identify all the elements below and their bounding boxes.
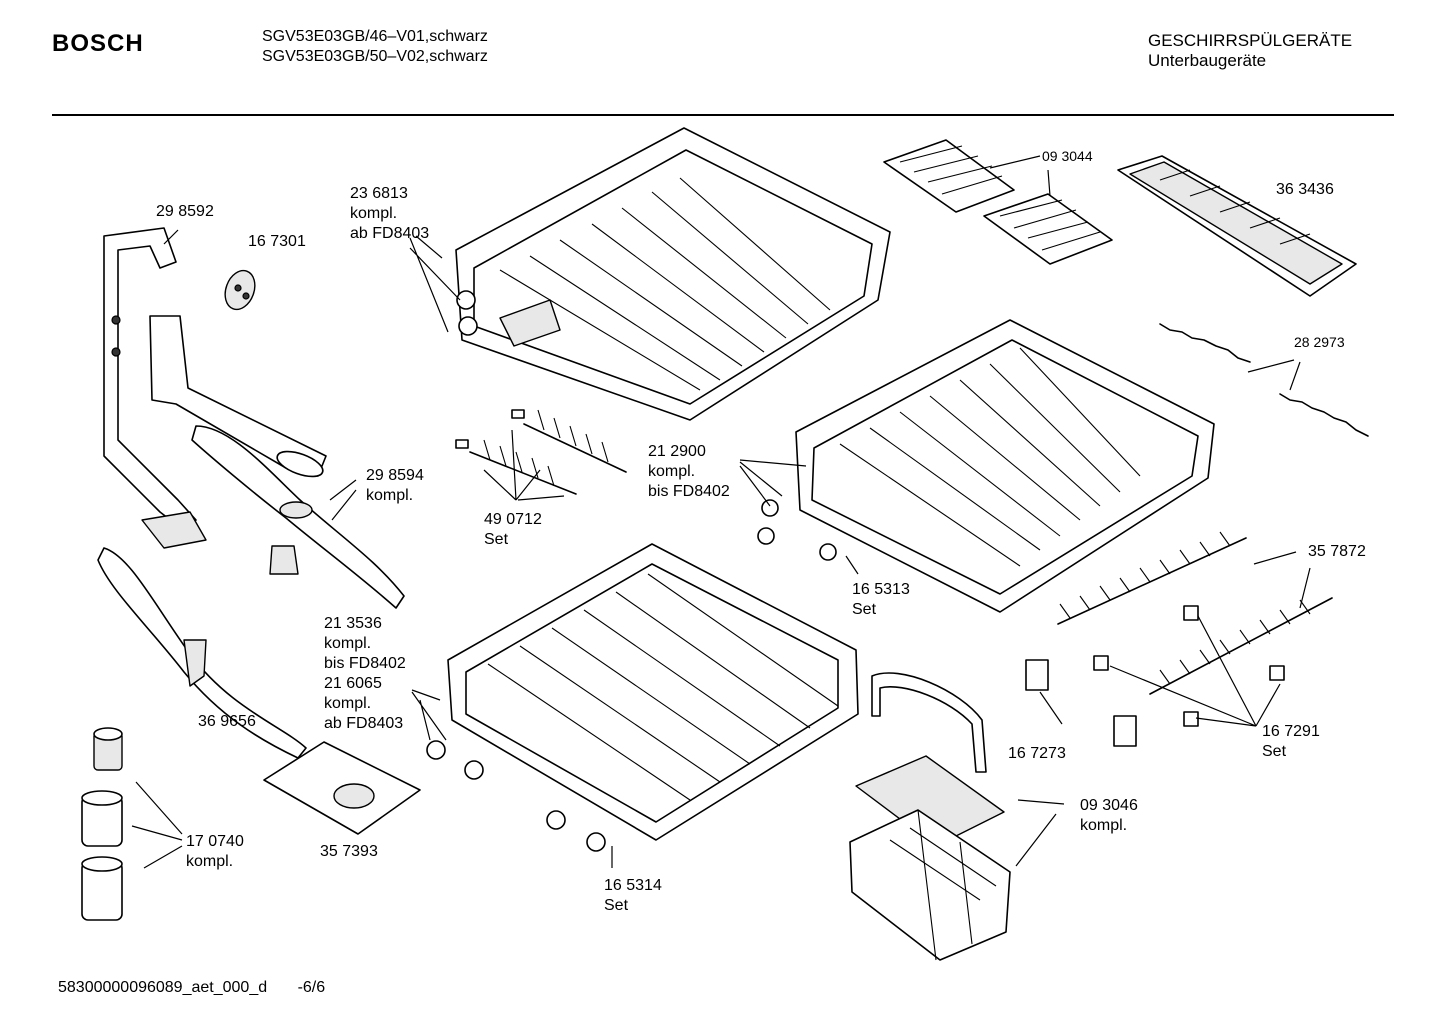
leader-lines bbox=[131, 155, 1311, 869]
part-label-170740: 17 0740 kompl. bbox=[186, 833, 244, 870]
filter-assembly bbox=[81, 727, 123, 921]
part-label-093044: 09 3044 bbox=[1042, 148, 1093, 164]
part-label-298594: 29 8594 kompl. bbox=[366, 467, 424, 504]
part-label-236813: 23 6813 kompl. ab FD8403 bbox=[350, 185, 430, 242]
header-divider bbox=[52, 114, 1394, 116]
part-label-298592: 29 8592 bbox=[156, 203, 214, 220]
model-line: SGV53E03GB/50–V02,schwarz bbox=[262, 48, 488, 65]
part-label-167291: 16 7291 Set bbox=[1262, 723, 1320, 760]
middle-spray-arm bbox=[191, 425, 405, 609]
part-label-363436: 36 3436 bbox=[1276, 181, 1334, 198]
part-label-357872: 35 7872 bbox=[1308, 543, 1366, 560]
page-number: -6/6 bbox=[297, 979, 326, 996]
grid-inserts bbox=[883, 139, 1113, 265]
flat-plate-part bbox=[263, 741, 421, 835]
part-label-093046: 09 3046 kompl. bbox=[1080, 797, 1138, 834]
part-label-282973: 28 2973 bbox=[1294, 334, 1345, 350]
cutlery-tines bbox=[455, 409, 627, 495]
part-label-165313: 16 5313 Set bbox=[852, 581, 910, 618]
part-label-369656: 36 9656 bbox=[198, 713, 256, 730]
category-subtitle: Unterbaugeräte bbox=[1148, 51, 1267, 70]
category-heading: GESCHIRRSPÜLGERÄTE Unterbaugeräte bbox=[1148, 31, 1352, 71]
spray-supply-pipe bbox=[103, 227, 207, 549]
brand-logo: BOSCH bbox=[52, 30, 144, 57]
part-label-357393: 35 7393 bbox=[320, 843, 378, 860]
middle-basket bbox=[757, 319, 1215, 613]
model-line: SGV53E03GB/46–V01,schwarz bbox=[262, 28, 488, 45]
category-title: GESCHIRRSPÜLGERÄTE bbox=[1148, 31, 1353, 50]
small-racks bbox=[1159, 323, 1369, 437]
part-label-165314: 16 5314 Set bbox=[604, 877, 662, 914]
tine-rows bbox=[1057, 531, 1333, 695]
upper-spray-arm bbox=[149, 315, 327, 478]
document-id: 58300000096089_aet_000_d bbox=[58, 979, 268, 996]
cutlery-tray bbox=[1117, 155, 1357, 297]
cutlery-basket bbox=[849, 672, 1011, 961]
part-label-212900: 21 2900 kompl. bis FD8402 bbox=[648, 443, 730, 500]
part-label-167301: 16 7301 bbox=[248, 233, 306, 250]
part-label-167273: 16 7273 bbox=[1008, 745, 1066, 762]
document-footer: 58300000096089_aet_000_d -6/6 bbox=[58, 979, 325, 997]
part-label-490712: 49 0712 Set bbox=[484, 511, 542, 548]
clips bbox=[1025, 605, 1285, 747]
small-filter-part bbox=[224, 269, 256, 311]
model-list: SGV53E03GB/46–V01,schwarz SGV53E03GB/50–… bbox=[262, 27, 488, 67]
part-label-213536: 21 3536 kompl. bis FD8402 21 6065 kompl.… bbox=[324, 615, 406, 732]
upper-basket bbox=[455, 127, 891, 421]
lower-basket bbox=[426, 543, 859, 852]
